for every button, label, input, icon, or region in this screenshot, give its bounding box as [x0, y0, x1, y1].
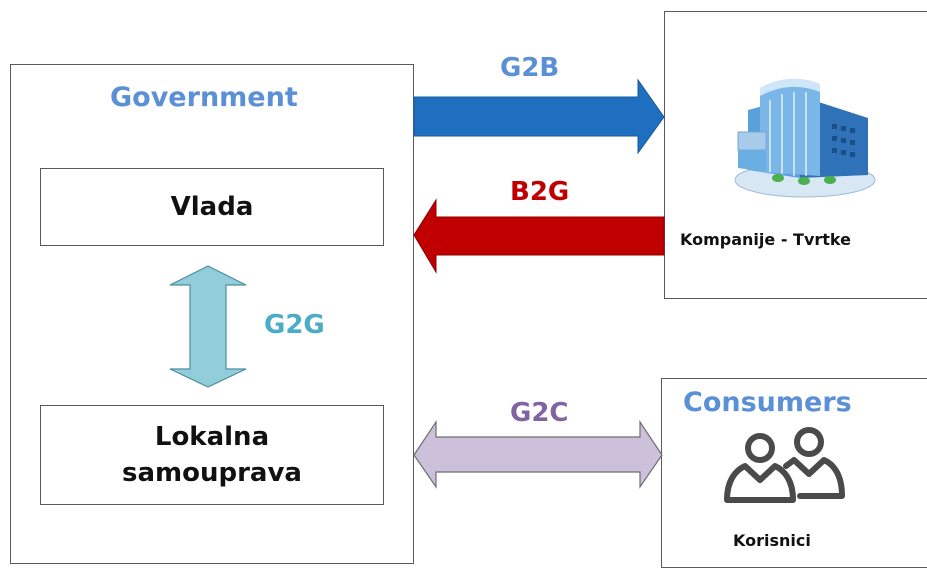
company-label: Kompanije - Tvrtke	[680, 230, 851, 249]
consumers-label: Korisnici	[733, 531, 811, 550]
vlada-box: Vlada	[40, 168, 384, 246]
b2g-label: B2G	[510, 177, 570, 207]
building-icon	[734, 78, 876, 198]
g2c-arrow	[413, 420, 663, 489]
lokalna-samouprava-box: Lokalna samouprava	[40, 405, 384, 505]
vlada-label: Vlada	[170, 192, 254, 222]
g2g-arrow	[169, 265, 247, 388]
consumers-panel	[661, 378, 927, 568]
g2g-label: G2G	[264, 310, 325, 340]
consumers-title: Consumers	[683, 387, 852, 418]
b2g-arrow	[413, 198, 665, 274]
diagram-arrows	[169, 78, 876, 503]
lokalna-label-line2: samouprava	[122, 458, 302, 488]
g2b-label: G2B	[500, 53, 560, 83]
government-title: Government	[110, 82, 298, 113]
lokalna-label-line1: Lokalna	[154, 422, 270, 452]
users-icon	[724, 427, 845, 503]
g2b-arrow	[413, 78, 665, 155]
g2c-label: G2C	[510, 398, 569, 428]
